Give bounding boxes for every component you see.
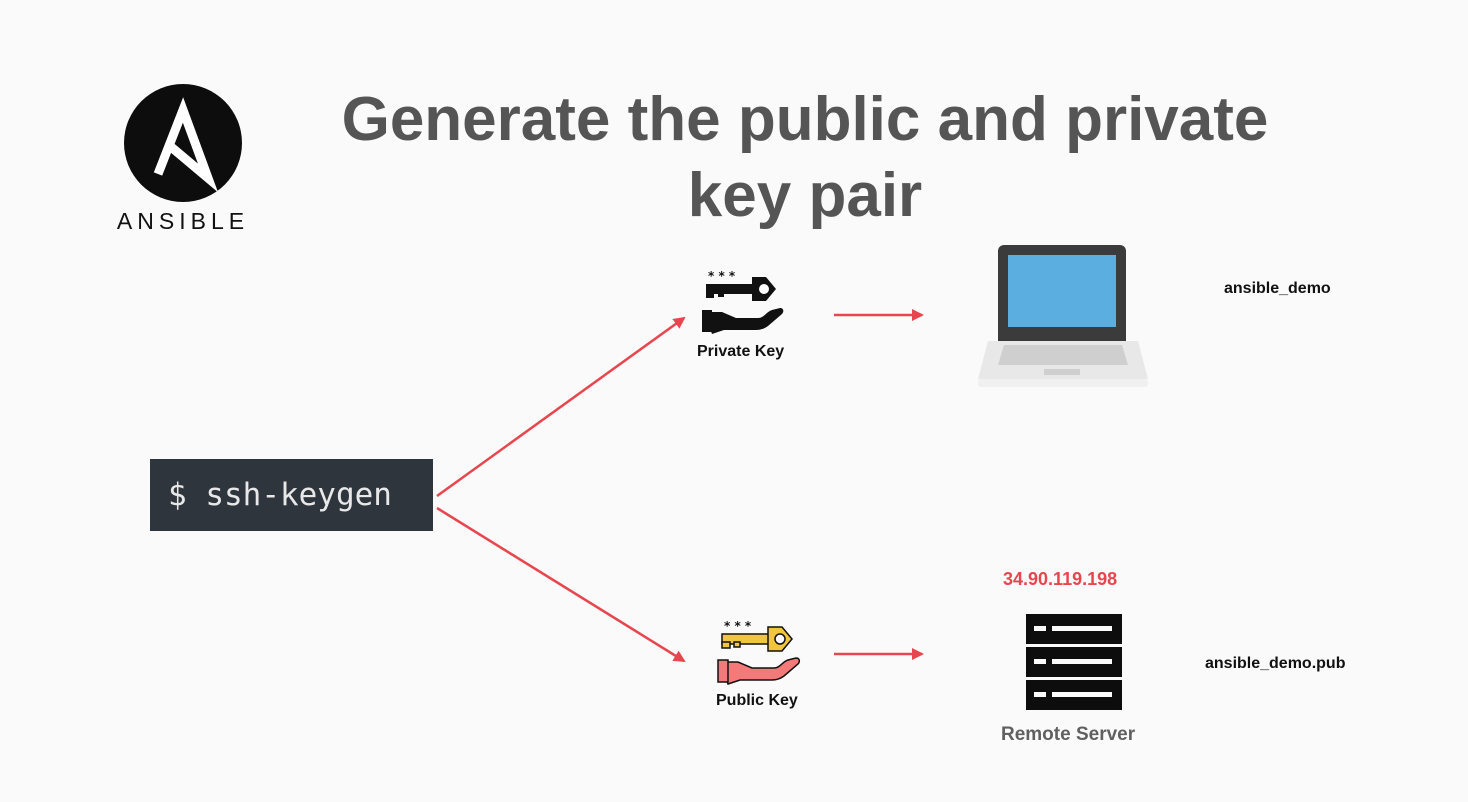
title-line-2: key pair <box>687 161 923 230</box>
server-label: Remote Server <box>1001 724 1136 745</box>
page-title: Generate the public and private key pair <box>240 82 1370 234</box>
private-key-icon: * * * <box>702 269 784 334</box>
server-icon <box>1026 614 1122 710</box>
ansible-a-icon <box>124 84 242 202</box>
public-key-file: ansible_demo.pub <box>1205 655 1346 672</box>
private-key-label: Private Key <box>697 343 785 360</box>
private-key-file: ansible_demo <box>1224 280 1331 297</box>
public-key-label: Public Key <box>716 692 798 709</box>
svg-text:* * *: * * * <box>708 269 736 283</box>
laptop-icon <box>978 245 1148 387</box>
arrow-to-public-key <box>436 506 686 663</box>
title-line-1: Generate the public and private <box>341 85 1269 154</box>
command-text: $ ssh-keygen <box>168 477 392 513</box>
ansible-logo: ANSIBLE <box>104 84 264 244</box>
server-ip: 34.90.119.198 <box>1003 569 1118 589</box>
arrow-to-private-key <box>436 316 686 498</box>
logo-text: ANSIBLE <box>116 208 250 234</box>
command-box: $ ssh-keygen <box>150 459 433 531</box>
svg-text:* * *: * * * <box>724 619 752 633</box>
public-key-icon: * * * <box>717 619 801 685</box>
